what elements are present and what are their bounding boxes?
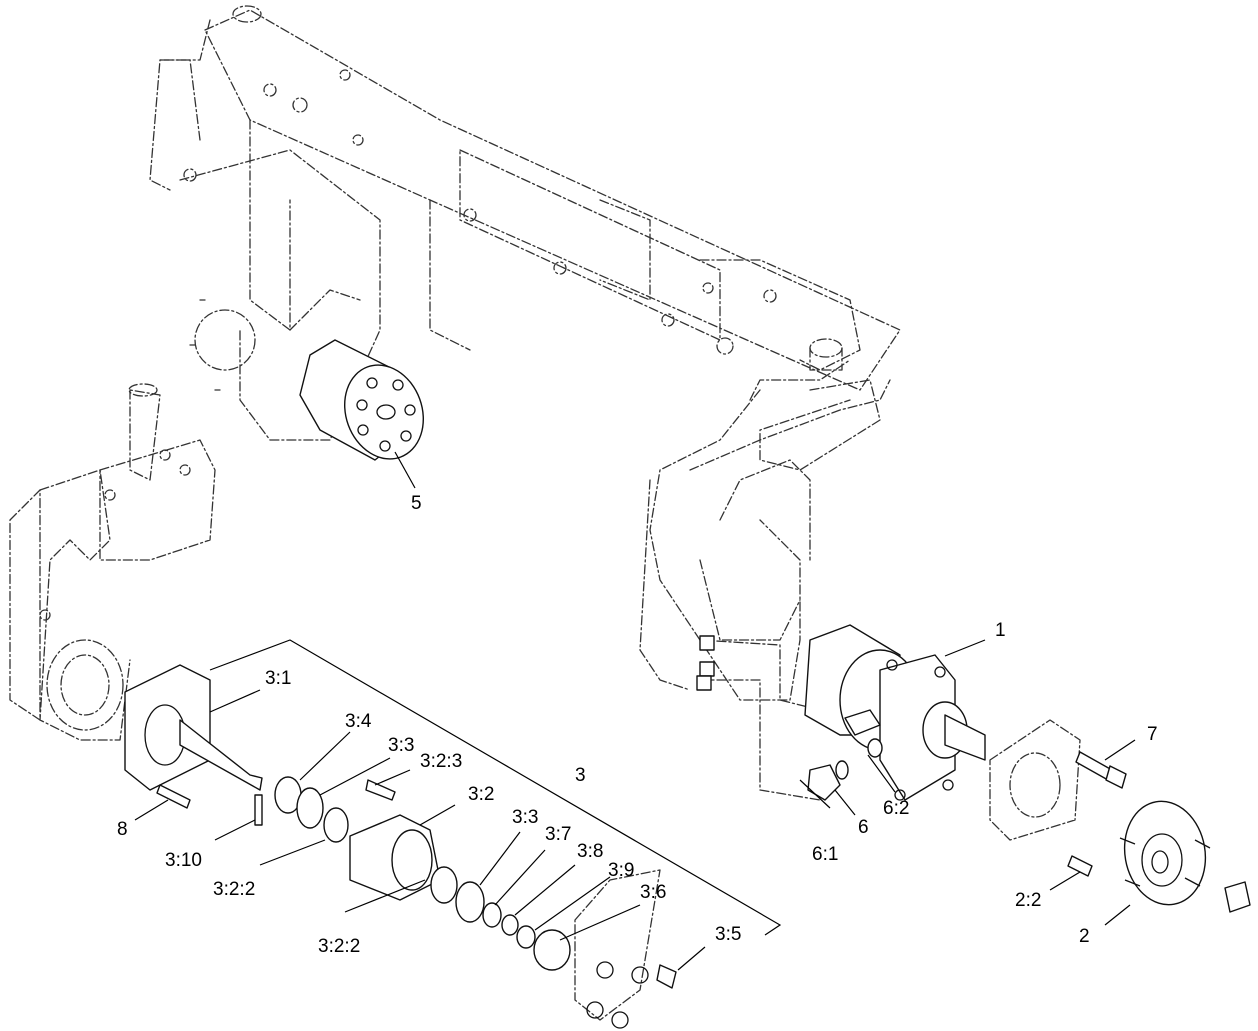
callout-7: 7: [1147, 724, 1158, 745]
callout-3-3-b: 3:3: [512, 807, 538, 828]
callout-3-2: 3:2: [468, 784, 494, 805]
callout-3-9: 3:9: [608, 860, 634, 881]
leader-lines: [134, 451, 1136, 971]
callout-6-2: 6:2: [883, 798, 909, 819]
callout-labels: 5 1 7 2 2:2 6 6:1 6:2 8 3:10 3:1 3:4 3:3…: [117, 493, 1158, 957]
callout-6-1: 6:1: [812, 844, 838, 865]
callout-3-3-a: 3:3: [388, 735, 414, 756]
wheel-hub-part-2: [1067, 800, 1251, 913]
callout-1: 1: [995, 620, 1006, 641]
right-hub-plate: [989, 719, 1081, 841]
hydraulic-motor-rear: [299, 339, 425, 461]
callout-5: 5: [411, 493, 422, 514]
axle-frame: [149, 5, 901, 801]
callout-3-5: 3:5: [715, 924, 741, 945]
callout-8: 8: [117, 819, 128, 840]
callout-3-6: 3:6: [640, 882, 666, 903]
hydraulic-motor-front: [804, 624, 986, 801]
bolt-part-7: [1075, 751, 1127, 789]
callout-3-1: 3:1: [265, 668, 291, 689]
group-3-bracket: [209, 639, 782, 936]
hub-assembly-part-3: [124, 664, 677, 1029]
callout-3-2-3: 3:2:3: [420, 751, 462, 772]
callout-3-10: 3:10: [165, 850, 202, 871]
callout-3-2-2-b: 3:2:2: [318, 936, 360, 957]
callout-3-4: 3:4: [345, 711, 372, 732]
callout-6: 6: [858, 817, 869, 838]
callout-3-7: 3:7: [545, 824, 571, 845]
callout-2-2: 2:2: [1015, 890, 1041, 911]
callout-3: 3: [575, 765, 586, 786]
callout-2: 2: [1079, 926, 1090, 947]
callout-3-2-2-a: 3:2:2: [213, 879, 255, 900]
wheel-plate-dashed: [574, 869, 661, 1021]
left-knuckle: [9, 383, 216, 741]
callout-3-8: 3:8: [577, 841, 603, 862]
fittings: [696, 635, 883, 801]
